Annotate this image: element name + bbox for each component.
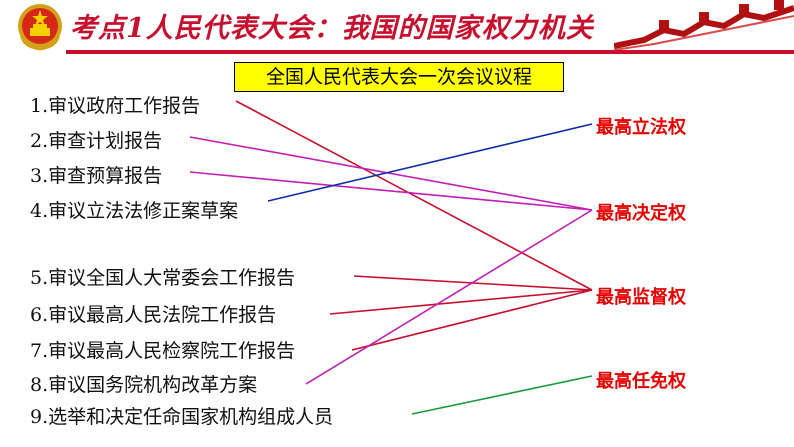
agenda-item-9: 9.选举和决定任命国家机构组成人员 [30,406,334,428]
line-3-to-decision [189,171,593,211]
agenda-item-2: 2.审查计划报告 [30,130,163,152]
agenda-item-8: 8.审议国务院机构改革方案 [30,374,258,396]
line-8-to-decision [305,209,593,385]
power-decision: 最高决定权 [596,203,686,224]
agenda-item-7: 7.审议最高人民检察院工作报告 [30,340,296,362]
great-wall-icon [614,0,794,50]
power-supervision: 最高监督权 [596,287,686,308]
agenda-item-3: 3.审查预算报告 [30,165,163,187]
agenda-item-6: 6.审议最高人民法院工作报告 [30,304,277,326]
line-4-to-legislation [267,123,593,202]
line-6-to-supervision [329,289,593,315]
page-title: 考点1人民代表大会：我国的国家权力机关 [70,13,594,44]
agenda-item-5: 5.审议全国人大常委会工作报告 [30,267,296,289]
line-2-to-decision [189,136,593,211]
line-9-to-appointment [411,375,593,415]
header-divider [66,50,794,54]
agenda-title: 全国人民代表大会一次会议议程 [234,62,564,92]
slide-header: 考点1人民代表大会：我国的国家权力机关 [0,0,794,58]
power-appointment: 最高任免权 [596,371,686,392]
national-emblem-icon [18,4,62,51]
agenda-item-1: 1.审议政府工作报告 [30,95,201,117]
power-legislation: 最高立法权 [596,117,686,138]
line-1-to-supervision [235,100,593,291]
line-7-to-supervision [351,289,593,351]
agenda-item-4: 4.审议立法法修正案草案 [30,200,239,222]
